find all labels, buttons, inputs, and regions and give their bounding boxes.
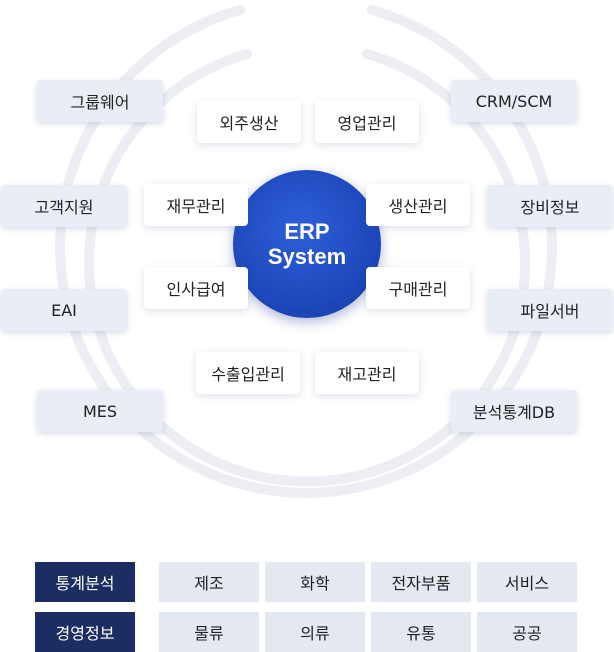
table-cell: 유통 [371, 612, 471, 652]
system-mes: MES [37, 390, 163, 432]
table-row-header: 통계분석 [35, 562, 135, 602]
system-equipment: 장비정보 [487, 185, 613, 227]
orbit-rings [55, 5, 557, 498]
center-title-line2: System [267, 244, 347, 269]
module-purchasing: 구매관리 [366, 267, 470, 309]
system-customer-support: 고객지원 [1, 185, 127, 227]
module-outsourcing: 외주생산 [197, 101, 301, 143]
module-payroll: 인사급여 [144, 267, 248, 309]
table-cell: 화학 [265, 562, 365, 602]
table-row-header: 경영정보 [35, 612, 135, 652]
outer-ring-left-arc [55, 5, 557, 498]
table-cell: 공공 [477, 612, 577, 652]
table-cell: 제조 [159, 562, 259, 602]
center-title-line1: ERP [284, 219, 330, 244]
system-file-server: 파일서버 [487, 289, 613, 331]
system-groupware: 그룹웨어 [37, 80, 163, 122]
system-eai: EAI [1, 289, 127, 331]
table-cell: 물류 [159, 612, 259, 652]
erp-system-core: ERP System [233, 170, 381, 318]
module-production: 생산관리 [366, 184, 470, 226]
system-crm-scm: CRM/SCM [451, 80, 577, 122]
table-cell: 서비스 [477, 562, 577, 602]
module-inventory: 재고관리 [315, 352, 419, 394]
inner-ring-arc [84, 49, 530, 487]
module-sales: 영업관리 [315, 101, 419, 143]
system-analytics-db: 분석통계DB [451, 390, 577, 432]
module-import-export: 수출입관리 [196, 352, 300, 394]
table-cell: 의류 [265, 612, 365, 652]
module-finance: 재무관리 [144, 184, 248, 226]
table-cell: 전자부품 [371, 562, 471, 602]
